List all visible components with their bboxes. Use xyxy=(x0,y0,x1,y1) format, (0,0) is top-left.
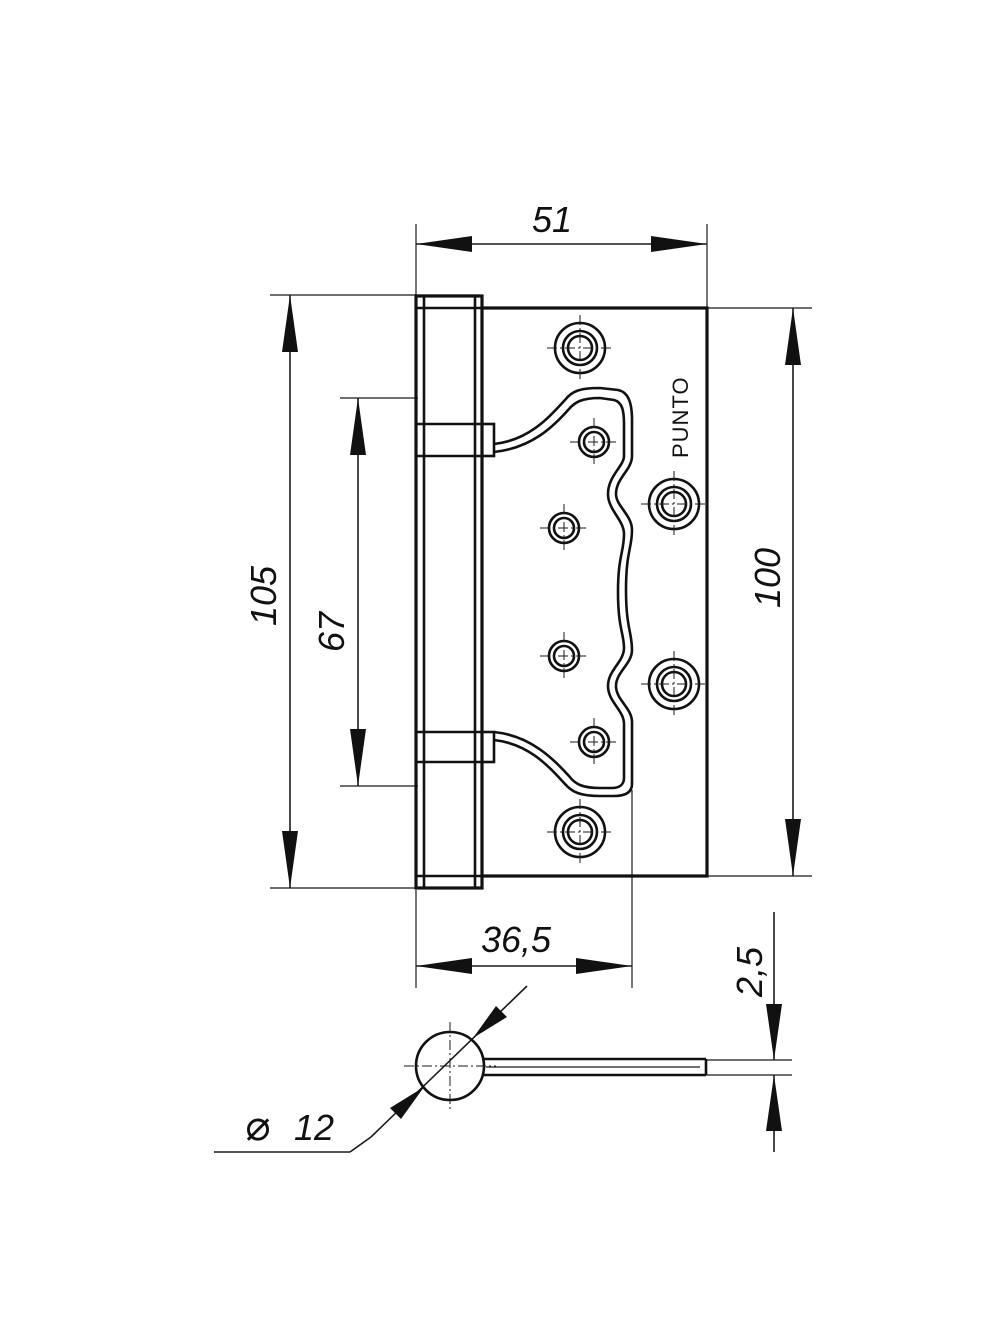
hinge-end-view xyxy=(404,1022,708,1110)
hinge-knuckle xyxy=(414,294,496,890)
screw-hole-outer-1 xyxy=(547,315,613,381)
dimension-51 xyxy=(416,236,707,252)
screw-hole-inner-4 xyxy=(570,718,618,766)
screw-hole-inner-1 xyxy=(570,418,618,466)
dimension-2-5 xyxy=(766,912,782,1152)
dimension-labels: 51 105 67 100 36,5 2,5 ⌀ 12 xyxy=(243,199,788,1149)
screw-hole-outer-3 xyxy=(641,651,707,717)
inner-leaf-outline xyxy=(493,386,634,798)
dim-label-51: 51 xyxy=(532,199,572,240)
dim-label-105: 105 xyxy=(243,565,284,626)
dimension-diameter-leader xyxy=(214,985,528,1153)
dim-label-2-5: 2,5 xyxy=(729,946,770,998)
extension-lines xyxy=(270,224,812,1076)
dimension-36-5 xyxy=(416,958,632,974)
dim-label-36-5: 36,5 xyxy=(481,919,552,960)
dimension-100 xyxy=(785,308,801,876)
screw-hole-outer-4 xyxy=(547,799,613,865)
dimension-105 xyxy=(282,295,298,888)
dim-label-100: 100 xyxy=(747,548,788,608)
outer-leaf xyxy=(482,306,709,878)
brand-label: PUNTO xyxy=(668,376,693,458)
hinge-front-view: PUNTO xyxy=(414,294,709,890)
dim-label-diameter: 12 xyxy=(294,1107,334,1148)
screw-hole-inner-2 xyxy=(540,504,588,552)
screw-hole-outer-2 xyxy=(641,471,707,537)
screw-hole-inner-3 xyxy=(540,632,588,680)
dim-label-67: 67 xyxy=(311,610,352,652)
diameter-symbol: ⌀ xyxy=(245,1102,270,1149)
dimension-67 xyxy=(350,398,366,786)
